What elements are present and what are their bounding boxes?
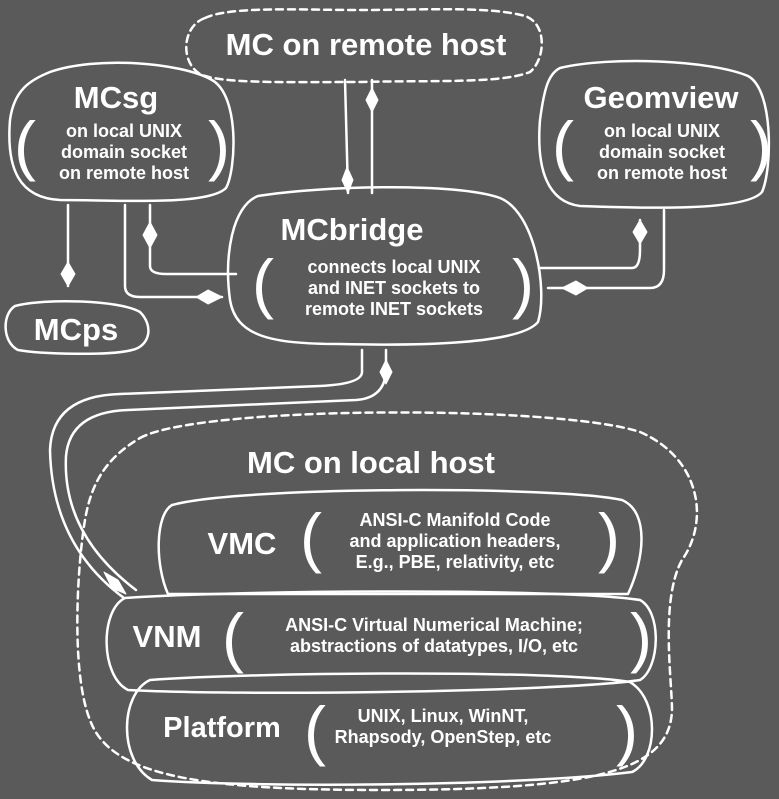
platform-box <box>125 672 654 786</box>
local-host-cloud <box>76 411 699 792</box>
arrowhead <box>365 87 379 113</box>
geomview-to-bridge <box>546 208 666 290</box>
mcsg-to-bridge-lower <box>123 203 224 299</box>
platform-title: Platform <box>163 712 281 744</box>
left-paren: ( <box>222 600 244 674</box>
vmc-description: ANSI-C Manifold Code and application hea… <box>349 510 560 573</box>
platform-line: UNIX, Linux, WinNT, <box>357 706 529 726</box>
mcsg-line: on remote host <box>58 163 190 183</box>
mcbridge-title: MCbridge <box>280 212 424 247</box>
remote-host-title: MC on remote host <box>225 27 507 62</box>
mcsg-line: on local UNIX <box>65 121 183 141</box>
vnm-line: abstractions of datatypes, I/O, etc <box>289 636 579 656</box>
left-paren: ( <box>252 246 274 320</box>
vmc-box <box>157 488 643 596</box>
arrowhead <box>341 166 354 194</box>
vmc-line: ANSI-C Manifold Code <box>359 510 551 530</box>
mcsg-line: domain socket <box>60 142 188 162</box>
right-paren: ) <box>750 108 772 182</box>
mcbridge-description: connects local UNIX and INET sockets to … <box>305 257 483 320</box>
vmc-line: and application headers, <box>349 531 561 551</box>
vmc-title: VMC <box>207 526 277 561</box>
left-paren: ( <box>300 500 322 574</box>
platform-description: UNIX, Linux, WinNT, Rhapsody, OpenStep, … <box>335 706 552 748</box>
right-paren: ) <box>630 600 652 674</box>
mcbridge-line: and INET sockets to <box>307 278 481 298</box>
right-paren: ) <box>208 108 230 182</box>
vnm-to-bridge <box>64 348 388 592</box>
arrowhead <box>195 289 223 305</box>
geomview-description: on local UNIX domain socket on remote ho… <box>597 121 727 184</box>
vnm-title: VNM <box>132 619 202 654</box>
vmc-line: E.g., PBE, relativity, etc <box>355 552 555 572</box>
arrowhead <box>103 571 127 595</box>
geomview-line: on local UNIX <box>603 121 721 141</box>
arrowhead <box>561 280 589 296</box>
bridge-to-vnm <box>48 348 364 600</box>
arrowhead <box>142 221 158 249</box>
vnm-description: ANSI-C Virtual Numerical Machine; abstra… <box>285 615 583 657</box>
geomview-line: on remote host <box>596 163 728 183</box>
geomview-box <box>538 59 771 209</box>
left-paren: ( <box>552 108 574 182</box>
mcsg-description: on local UNIX domain socket on remote ho… <box>59 121 189 184</box>
mcsg-to-bridge-upper <box>148 203 238 276</box>
local-host-title: MC on local host <box>247 445 495 480</box>
mcbridge-line: connects local UNIX <box>307 257 481 277</box>
arrowhead <box>632 219 648 245</box>
geomview-title: Geomview <box>583 80 739 115</box>
left-paren: ( <box>304 693 326 767</box>
arrowhead <box>379 359 393 385</box>
mcsg-box <box>8 61 235 203</box>
vnm-line: ANSI-C Virtual Numerical Machine; <box>285 615 583 635</box>
geomview-line: domain socket <box>598 142 726 162</box>
vnm-box <box>105 590 657 695</box>
mcsg-title: MCsg <box>73 80 159 115</box>
mcps-box <box>4 299 150 356</box>
arrowhead <box>60 261 76 287</box>
bridge-to-geomview <box>538 218 642 270</box>
mcbridge-box <box>226 186 543 346</box>
mcps-title: MCps <box>33 312 119 347</box>
mcbridge-line: remote INET sockets <box>304 299 484 319</box>
platform-line: Rhapsody, OpenStep, etc <box>334 727 552 747</box>
right-paren: ) <box>616 693 638 767</box>
right-paren: ) <box>598 500 620 574</box>
right-paren: ) <box>512 246 534 320</box>
left-paren: ( <box>14 108 36 182</box>
